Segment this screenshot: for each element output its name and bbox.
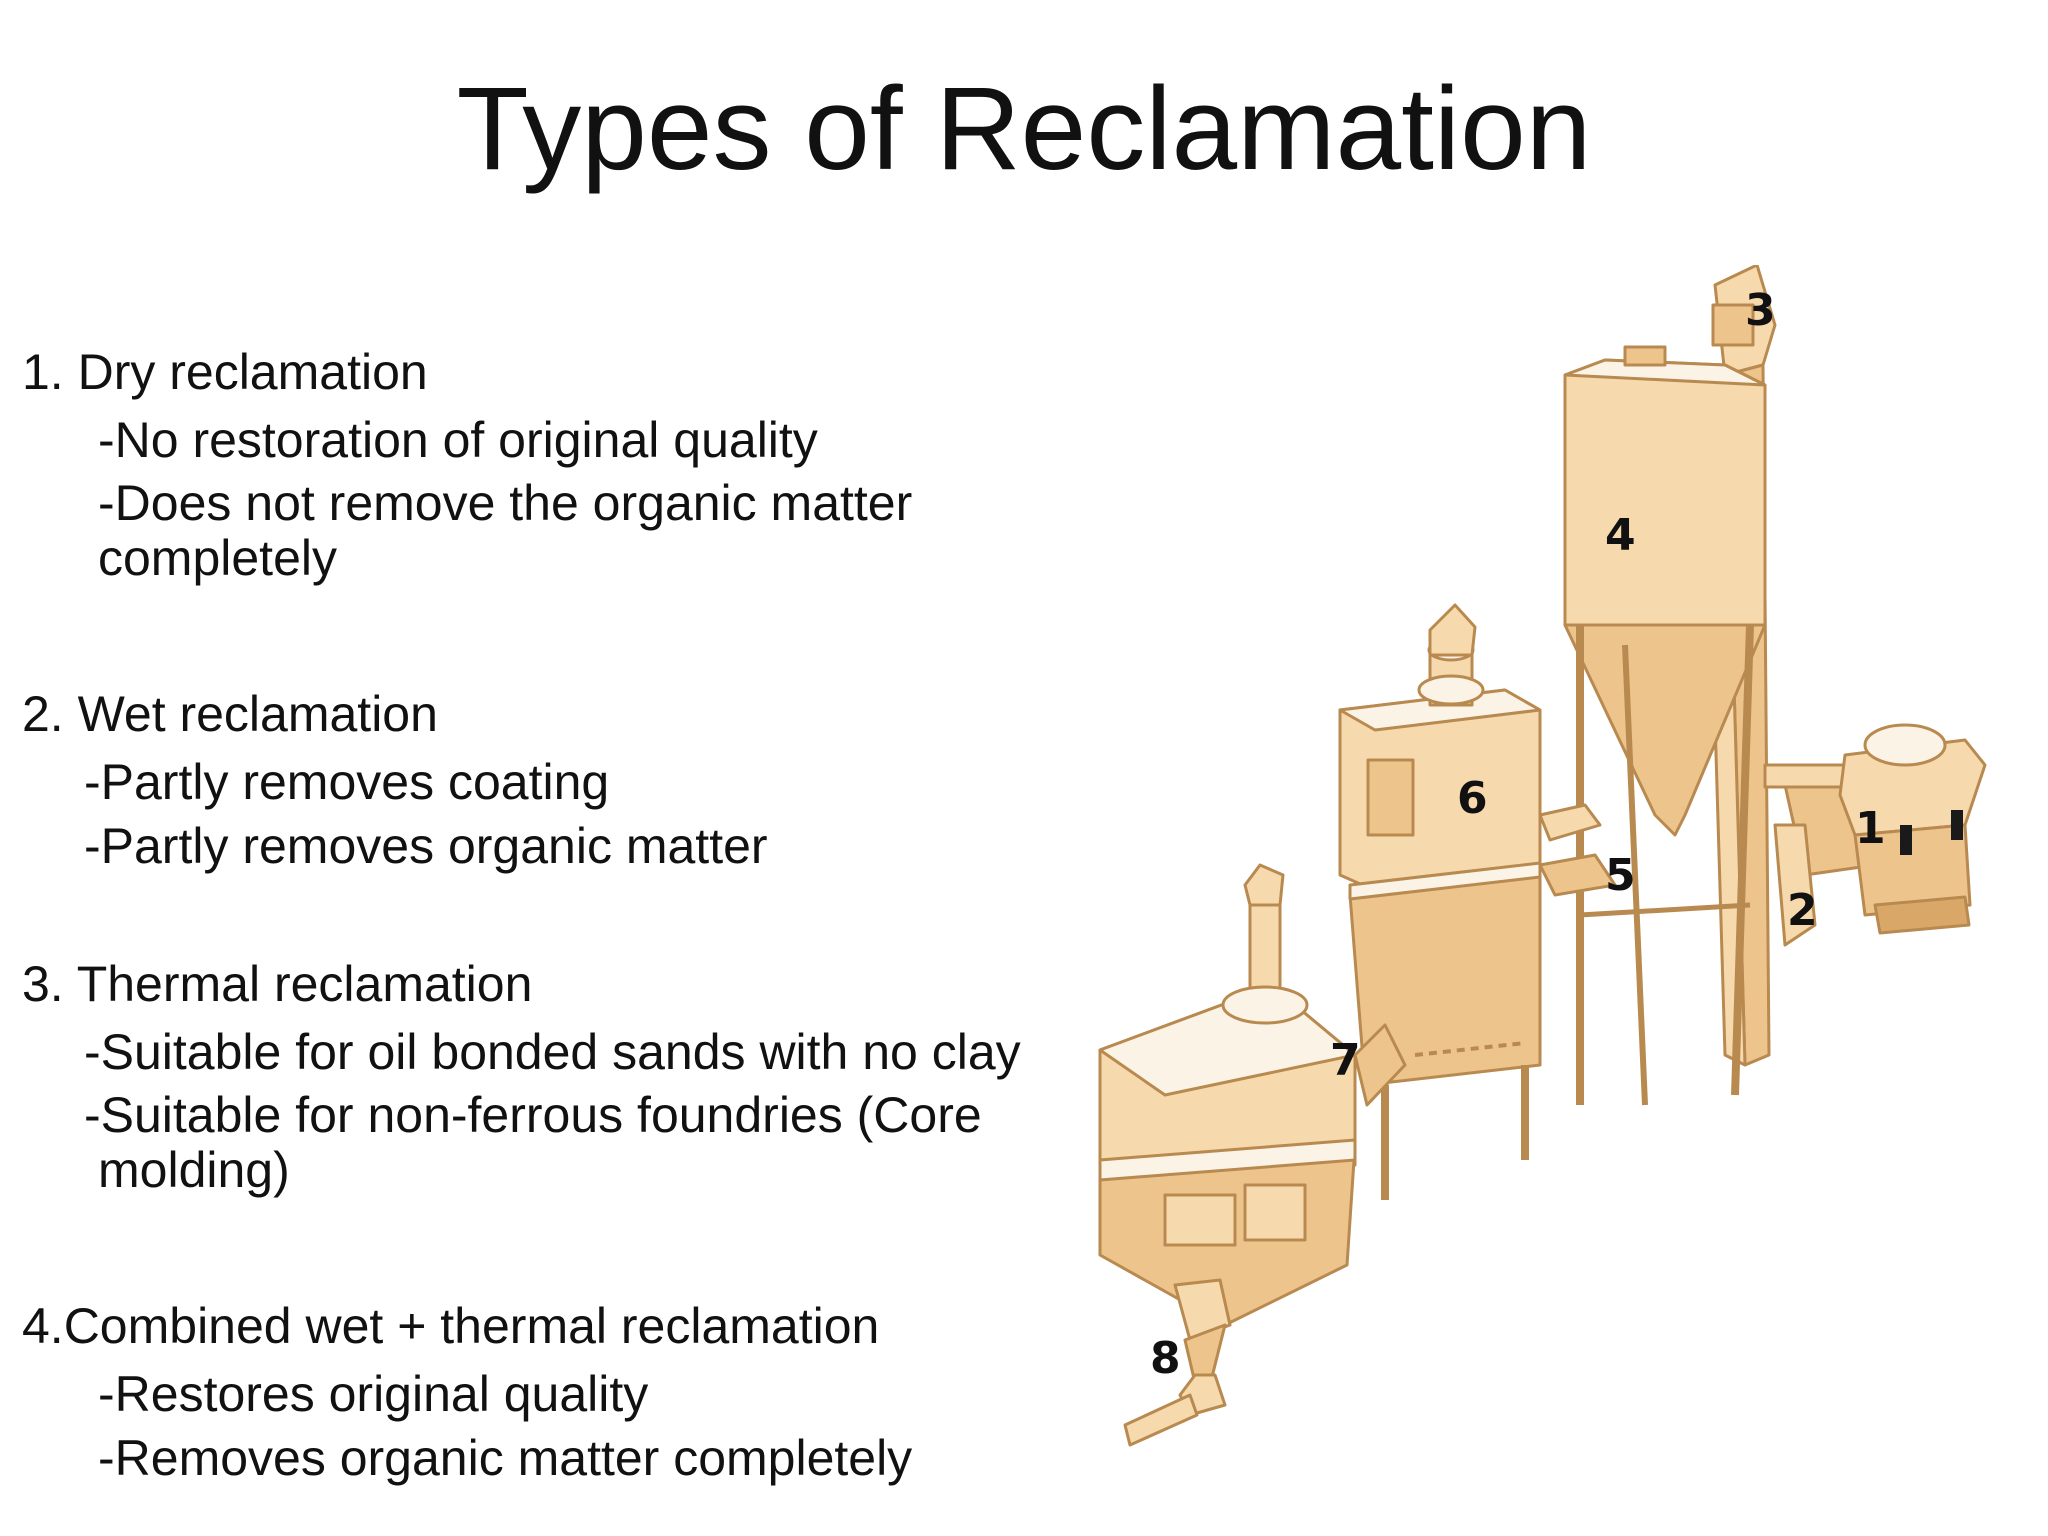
section-point: -Suitable for non-ferrous foundries (Cor… [84, 1087, 982, 1143]
svg-text:5: 5 [1605, 850, 1636, 901]
section-point: -Restores original quality [98, 1366, 649, 1422]
section-point-continuation: completely [98, 530, 337, 586]
section-point: -Partly removes organic matter [84, 818, 768, 874]
thermal-furnace: 7 [1098, 863, 1407, 1327]
slide-title: Types of Reclamation [456, 63, 1592, 195]
cyclone-discharge: 8 [1123, 1278, 1232, 1447]
section-point: -Suitable for oil bonded sands with no c… [84, 1024, 1021, 1080]
classifier-unit: 6 5 [1338, 603, 1636, 1200]
section-point: -Removes organic matter completely [98, 1430, 913, 1486]
svg-text:3: 3 [1745, 285, 1776, 336]
section-point: -Partly removes coating [84, 754, 610, 810]
svg-text:2: 2 [1787, 885, 1818, 936]
feeder-hopper: 1 [1838, 723, 1987, 935]
svg-text:8: 8 [1150, 1333, 1181, 1384]
section-heading-dry: 1. Dry reclamation [22, 344, 428, 400]
svg-text:7: 7 [1330, 1035, 1361, 1086]
section-point: -Does not remove the organic matter [98, 475, 913, 531]
section-heading-wet: 2. Wet reclamation [22, 686, 438, 742]
spacer [22, 874, 1112, 952]
svg-text:4: 4 [1605, 510, 1636, 561]
spacer [22, 1198, 1112, 1294]
reclamation-list: 1. Dry reclamation -No restoration of or… [22, 340, 1112, 1486]
svg-text:1: 1 [1855, 803, 1886, 854]
svg-text:6: 6 [1457, 773, 1488, 824]
reclamation-plant-illustration: 4 2 1 [1098, 265, 1987, 1447]
section-heading-thermal: 3. Thermal reclamation [22, 956, 533, 1012]
section-point-continuation: molding) [98, 1142, 290, 1198]
section-point: -No restoration of original quality [98, 412, 818, 468]
spacer [22, 586, 1112, 682]
section-heading-combined: 4.Combined wet + thermal reclamation [22, 1298, 880, 1354]
